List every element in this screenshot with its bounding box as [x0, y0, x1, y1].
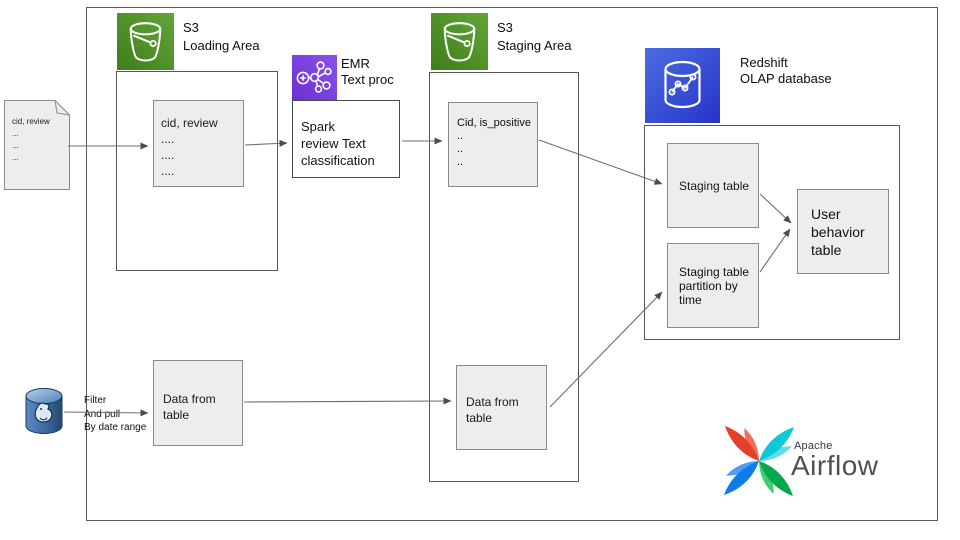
cid-positive-box: Cid, is_positive .. .. .. — [448, 102, 538, 187]
user-behavior-line: table — [811, 241, 842, 258]
s3-staging-label: S3 Staging Area — [497, 19, 571, 55]
left-data-line: table — [163, 408, 190, 422]
user-behavior-line: User — [811, 205, 841, 222]
spark-box: Spark review Text classification — [292, 100, 400, 178]
source-file-text: cid, review ... ... ... — [12, 116, 50, 164]
emr-cluster-icon — [292, 55, 337, 100]
source-file-line: cid, review — [12, 117, 50, 126]
s3-staging-name: S3 — [497, 20, 513, 35]
loading-box-line: cid, review — [161, 116, 218, 130]
spark-box-line: classification — [301, 153, 375, 168]
staging-data-line: Data from — [466, 395, 519, 409]
s3-loading-area: Loading Area — [183, 38, 260, 53]
document-shape-icon — [4, 100, 70, 190]
spark-box-line: Spark — [301, 119, 335, 134]
partition-table-line: time — [679, 292, 702, 307]
spark-box-line: review Text — [301, 136, 366, 151]
pg-flow-line: And pull — [84, 408, 121, 420]
postgres-flow-labels: Filter And pull By date range — [84, 394, 146, 435]
airflow-wordmark: Airflow — [791, 450, 879, 481]
cid-positive-dots: .. — [457, 130, 464, 142]
partition-table-box: Staging table partition by time — [667, 243, 759, 328]
left-data-line: Data from — [163, 392, 216, 406]
airflow-pinwheel-icon — [724, 426, 794, 496]
diagram-outer-frame — [86, 7, 938, 521]
user-behavior-line: behavior — [811, 223, 865, 240]
cid-positive-dots: .. — [457, 143, 464, 155]
partition-table-line: partition by — [679, 278, 738, 293]
loading-box-dots: .... — [161, 132, 175, 146]
redshift-database-icon — [645, 48, 720, 123]
staging-table-line: Staging table — [679, 178, 750, 193]
user-behavior-box: User behavior table — [797, 189, 889, 274]
redshift-sub: OLAP database — [740, 71, 832, 86]
s3-bucket-icon — [117, 13, 174, 70]
postgresql-database-icon — [25, 388, 63, 434]
emr-sub: Text proc — [341, 72, 394, 87]
loading-data-box: cid, review .... .... .... — [153, 100, 244, 187]
cid-positive-line: Cid, is_positive — [457, 117, 531, 129]
s3-bucket-icon — [431, 13, 488, 70]
emr-label: EMR Text proc — [341, 56, 394, 88]
apache-wordmark: Apache — [794, 440, 833, 452]
source-file-dots: ... — [12, 129, 19, 138]
staging-table-box: Staging table — [667, 143, 759, 228]
emr-name: EMR — [341, 56, 370, 71]
cid-positive-dots: .. — [457, 156, 464, 168]
loading-box-dots: .... — [161, 148, 175, 162]
staging-data-line: table — [466, 411, 493, 425]
redshift-label: Redshift OLAP database — [740, 55, 832, 87]
s3-loading-label: S3 Loading Area — [183, 19, 260, 55]
partition-table-line: Staging table — [679, 264, 750, 279]
loading-box-dots: .... — [161, 164, 175, 178]
s3-staging-area: Staging Area — [497, 38, 572, 53]
pg-flow-line: By date range — [84, 422, 147, 433]
source-file-dots: ... — [12, 141, 19, 150]
left-data-box: Data from table — [153, 360, 243, 446]
staging-data-box: Data from table — [456, 365, 547, 450]
source-file-dots: ... — [12, 153, 19, 162]
s3-loading-name: S3 — [183, 20, 199, 35]
redshift-name: Redshift — [740, 55, 788, 70]
pg-flow-line: Filter — [84, 395, 107, 406]
